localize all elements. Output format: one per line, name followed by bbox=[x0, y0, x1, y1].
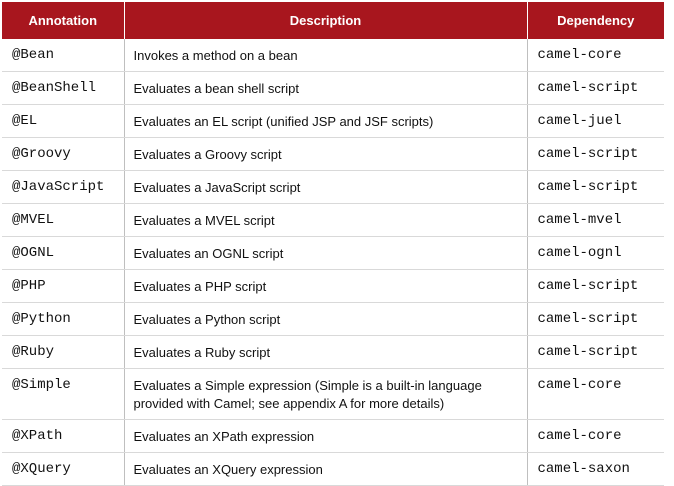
description-cell: Evaluates a Groovy script bbox=[124, 137, 528, 171]
annotation-cell: @Bean bbox=[2, 39, 125, 72]
table-row: @BeanShell Evaluates a bean shell script… bbox=[2, 71, 664, 105]
annotation-cell: @Simple bbox=[2, 368, 125, 420]
table-row: @XPath Evaluates an XPath expression cam… bbox=[2, 419, 664, 453]
dependency-cell: camel-core bbox=[527, 39, 664, 72]
description-cell: Evaluates a Ruby script bbox=[124, 335, 528, 369]
table-body: @Bean Invokes a method on a bean camel-c… bbox=[2, 39, 664, 486]
description-cell: Evaluates an XPath expression bbox=[124, 419, 528, 453]
annotation-cell: @JavaScript bbox=[2, 170, 125, 204]
annotation-cell: @MVEL bbox=[2, 203, 125, 237]
description-cell: Evaluates an EL script (unified JSP and … bbox=[124, 104, 528, 138]
dependency-cell: camel-script bbox=[527, 137, 664, 171]
annotation-cell: @EL bbox=[2, 104, 125, 138]
table-row: @Bean Invokes a method on a bean camel-c… bbox=[2, 39, 664, 72]
table-row: @Simple Evaluates a Simple expression (S… bbox=[2, 368, 664, 420]
annotation-cell: @Python bbox=[2, 302, 125, 336]
description-cell: Evaluates a Python script bbox=[124, 302, 528, 336]
header-annotation: Annotation bbox=[2, 2, 124, 39]
table-row: @JavaScript Evaluates a JavaScript scrip… bbox=[2, 170, 664, 204]
annotation-cell: @XQuery bbox=[2, 452, 125, 486]
dependency-cell: camel-script bbox=[527, 71, 664, 105]
description-cell: Evaluates a JavaScript script bbox=[124, 170, 528, 204]
annotation-cell: @XPath bbox=[2, 419, 125, 453]
dependency-cell: camel-script bbox=[527, 170, 664, 204]
description-cell: Invokes a method on a bean bbox=[124, 39, 528, 72]
table-row: @Ruby Evaluates a Ruby script camel-scri… bbox=[2, 335, 664, 369]
table-row: @XQuery Evaluates an XQuery expression c… bbox=[2, 452, 664, 486]
annotation-cell: @BeanShell bbox=[2, 71, 125, 105]
annotations-table-container: Annotation Description Dependency @Bean … bbox=[2, 2, 664, 486]
dependency-cell: camel-script bbox=[527, 302, 664, 336]
annotations-table: Annotation Description Dependency @Bean … bbox=[2, 2, 664, 486]
table-header: Annotation Description Dependency bbox=[2, 2, 664, 39]
description-cell: Evaluates a Simple expression (Simple is… bbox=[124, 368, 528, 420]
annotation-cell: @OGNL bbox=[2, 236, 125, 270]
dependency-cell: camel-saxon bbox=[527, 452, 664, 486]
table-row: @EL Evaluates an EL script (unified JSP … bbox=[2, 104, 664, 138]
description-cell: Evaluates an OGNL script bbox=[124, 236, 528, 270]
header-row: Annotation Description Dependency bbox=[2, 2, 664, 39]
header-description: Description bbox=[123, 2, 527, 39]
table-row: @OGNL Evaluates an OGNL script camel-ogn… bbox=[2, 236, 664, 270]
annotation-cell: @PHP bbox=[2, 269, 125, 303]
annotation-cell: @Groovy bbox=[2, 137, 125, 171]
dependency-cell: camel-script bbox=[527, 269, 664, 303]
description-cell: Evaluates a MVEL script bbox=[124, 203, 528, 237]
dependency-cell: camel-core bbox=[527, 368, 664, 420]
table-row: @Groovy Evaluates a Groovy script camel-… bbox=[2, 137, 664, 171]
description-cell: Evaluates an XQuery expression bbox=[124, 452, 528, 486]
annotation-cell: @Ruby bbox=[2, 335, 125, 369]
dependency-cell: camel-ognl bbox=[527, 236, 664, 270]
dependency-cell: camel-mvel bbox=[527, 203, 664, 237]
dependency-cell: camel-script bbox=[527, 335, 664, 369]
dependency-cell: camel-juel bbox=[527, 104, 664, 138]
table-row: @MVEL Evaluates a MVEL script camel-mvel bbox=[2, 203, 664, 237]
table-row: @Python Evaluates a Python script camel-… bbox=[2, 302, 664, 336]
description-cell: Evaluates a bean shell script bbox=[124, 71, 528, 105]
table-row: @PHP Evaluates a PHP script camel-script bbox=[2, 269, 664, 303]
dependency-cell: camel-core bbox=[527, 419, 664, 453]
description-cell: Evaluates a PHP script bbox=[124, 269, 528, 303]
header-dependency: Dependency bbox=[526, 2, 664, 39]
